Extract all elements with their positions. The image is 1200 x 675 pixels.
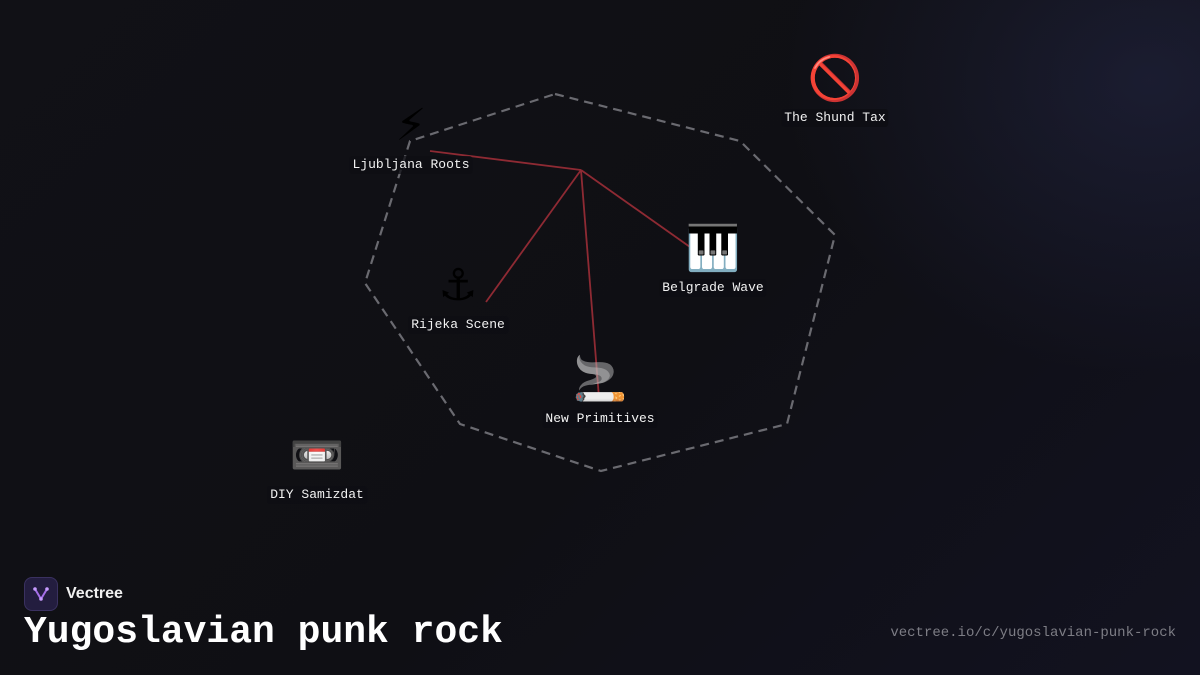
- node-label: Ljubljana Roots: [349, 156, 473, 174]
- anchor-icon: ⚓: [438, 260, 478, 311]
- cigarette-icon: 🚬: [572, 354, 628, 405]
- edge-hub-ljubljana: [429, 150, 582, 171]
- prohibited-icon: 🚫: [807, 53, 863, 104]
- edge-hub-belgrade: [580, 169, 691, 248]
- cluster-hull: [363, 92, 837, 473]
- node-label: Rijeka Scene: [408, 316, 508, 334]
- node-label: Belgrade Wave: [659, 279, 767, 297]
- edge-hub-primitives: [580, 169, 600, 399]
- node-belgrade-wave[interactable]: 🎹 Belgrade Wave: [659, 223, 767, 297]
- node-the-shund-tax[interactable]: 🚫 The Shund Tax: [781, 53, 889, 127]
- videocassette-icon: 📼: [289, 430, 345, 481]
- page-title: Yugoslavian punk rock: [24, 611, 503, 654]
- node-ljubljana-roots[interactable]: ⚡ Ljubljana Roots: [349, 100, 473, 174]
- node-new-primitives[interactable]: 🚬 New Primitives: [542, 354, 658, 428]
- node-label: DIY Samizdat: [267, 486, 367, 504]
- node-label: New Primitives: [542, 410, 658, 428]
- page-url[interactable]: vectree.io/c/yugoslavian-punk-rock: [890, 625, 1176, 641]
- brand-name: Vectree: [66, 585, 123, 602]
- node-rijeka-scene[interactable]: ⚓ Rijeka Scene: [408, 260, 508, 334]
- node-label: The Shund Tax: [781, 109, 889, 127]
- node-diy-samizdat[interactable]: 📼 DIY Samizdat: [267, 430, 367, 504]
- brand[interactable]: Vectree: [24, 577, 123, 611]
- vectree-logo-icon: [24, 577, 58, 611]
- lightning-icon: ⚡: [395, 100, 427, 151]
- edge-hub-rijeka: [485, 169, 582, 303]
- piano-keyboard-icon: 🎹: [685, 223, 741, 274]
- edge-group: [429, 150, 691, 399]
